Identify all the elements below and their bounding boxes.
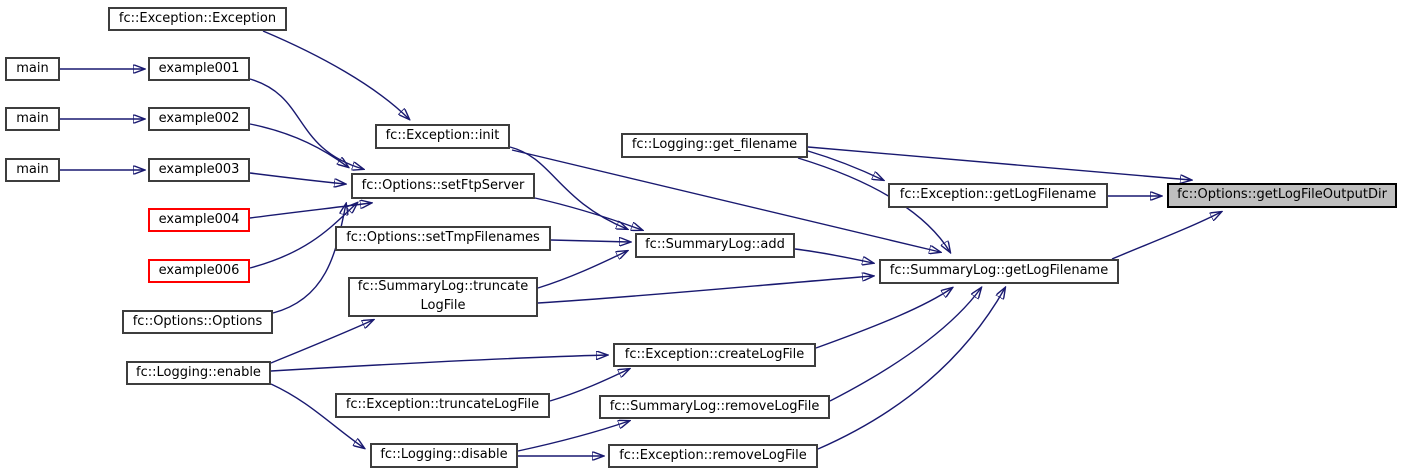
node-example003[interactable]: example003: [148, 158, 250, 182]
edge-getfilename-exception-getlogfilename: [807, 150, 883, 180]
node-options-settmpfilenames[interactable]: fc::Options::setTmpFilenames: [335, 226, 551, 251]
node-logging-get-filename[interactable]: fc::Logging::get_filename: [621, 133, 808, 158]
node-logging-disable[interactable]: fc::Logging::disable: [370, 443, 518, 468]
node-summarylog-add[interactable]: fc::SummaryLog::add: [635, 233, 795, 258]
edge-exception-removelogfile-getlogfilename: [817, 288, 1005, 450]
node-main-3[interactable]: main: [5, 158, 60, 182]
node-main-2[interactable]: main: [5, 107, 60, 131]
edge-example003-setftpserver: [249, 172, 345, 184]
edge-enable-summarylog-truncate: [270, 320, 373, 364]
node-exception-createlogfile[interactable]: fc::Exception::createLogFile: [613, 343, 816, 367]
edge-exception-truncate-createlogfile: [549, 369, 629, 402]
edge-add-getlogfilename: [794, 248, 873, 263]
node-exception-truncatelogfile[interactable]: fc::Exception::truncateLogFile: [335, 393, 550, 418]
node-options-getlogfileoutputdir[interactable]: fc::Options::getLogFileOutputDir: [1167, 183, 1397, 208]
node-summarylog-getlogfilename[interactable]: fc::SummaryLog::getLogFilename: [879, 259, 1119, 284]
node-summarylog-truncatelogfile[interactable]: fc::SummaryLog::truncate LogFile: [348, 277, 538, 317]
edge-disable-summarylog-removelogfile: [517, 421, 629, 452]
node-example006[interactable]: example006: [148, 259, 250, 283]
edge-setftpserver-add: [534, 197, 642, 230]
node-options-setftpserver[interactable]: fc::Options::setFtpServer: [351, 173, 535, 199]
edge-summarylog-getlogfilename-outputdir: [1111, 212, 1221, 260]
edge-summarylog-truncate-add: [537, 251, 627, 289]
node-example004[interactable]: example004: [148, 208, 250, 232]
edge-summarylog-removelogfile-getlogfilename: [829, 288, 981, 402]
edge-createlogfile-getlogfilename: [815, 288, 952, 349]
edge-example004-setftpserver: [249, 203, 371, 219]
edge-exception-init: [262, 30, 409, 119]
edge-summarylog-truncate-getlogfilename: [537, 276, 873, 304]
edge-enable-createlogfile: [270, 355, 607, 372]
node-options-options[interactable]: fc::Options::Options: [122, 310, 273, 334]
node-example002[interactable]: example002: [148, 107, 250, 131]
edge-options-setftpserver: [272, 204, 346, 314]
node-summarylog-removelogfile[interactable]: fc::SummaryLog::removeLogFile: [599, 395, 830, 419]
edge-getfilename-getlogfileoutputdir: [807, 146, 1191, 180]
edge-enable-disable: [270, 383, 364, 448]
node-exception-getlogfilename[interactable]: fc::Exception::getLogFilename: [888, 183, 1108, 208]
node-example001[interactable]: example001: [148, 57, 250, 81]
node-logging-enable[interactable]: fc::Logging::enable: [126, 361, 271, 385]
node-exception-removelogfile[interactable]: fc::Exception::removeLogFile: [608, 444, 818, 468]
edge-settmpfilenames-add: [550, 240, 630, 242]
edge-init-summarylog-getlogfilename: [511, 149, 940, 252]
edge-example001-setftpserver: [249, 78, 363, 169]
node-main-1[interactable]: main: [5, 57, 60, 81]
node-exception-init[interactable]: fc::Exception::init: [375, 124, 510, 149]
node-exception-exception[interactable]: fc::Exception::Exception: [108, 7, 287, 31]
edge-example002-setftpserver: [249, 123, 348, 167]
